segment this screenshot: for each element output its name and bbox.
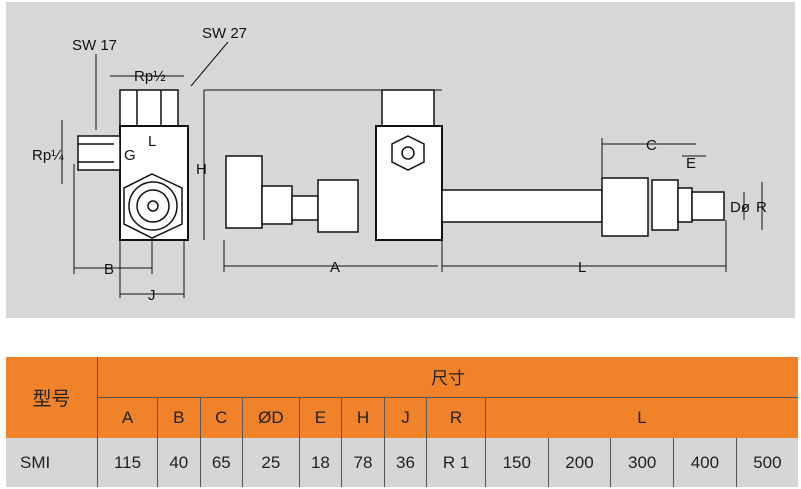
cell-c: 65 [199, 438, 243, 487]
label-rp-quarter: Rp¼ [32, 147, 64, 164]
col-e: E [298, 397, 342, 438]
cell-l-500: 500 [735, 438, 798, 487]
col-c: C [199, 397, 243, 438]
table-row: SMI 115 40 65 25 18 78 36 R 1 150 200 30… [6, 438, 798, 487]
cell-l-300: 300 [610, 438, 674, 487]
dimensions-header: 尺寸 [97, 357, 798, 398]
cell-e: 18 [298, 438, 342, 487]
label-b: B [104, 261, 114, 278]
label-c: C [646, 137, 657, 154]
col-j: J [383, 397, 427, 438]
cell-j: 36 [383, 438, 427, 487]
front-view [203, 89, 763, 272]
label-sw27: SW 27 [202, 25, 247, 42]
col-r: R [426, 397, 486, 438]
col-a: A [96, 397, 158, 438]
cell-d: 25 [242, 438, 300, 487]
label-g: G [124, 147, 136, 164]
cell-b: 40 [157, 438, 201, 487]
label-rp-half: Rp½ [134, 68, 166, 85]
label-sw17: SW 17 [72, 37, 117, 54]
col-d: ØD [242, 397, 300, 438]
spec-table: 型号 尺寸 A B C ØD E H J R L SMI 115 40 65 2… [6, 357, 798, 487]
cell-r: R 1 [426, 438, 486, 487]
label-d: Dø [730, 199, 750, 216]
col-b: B [157, 397, 201, 438]
label-l-port: L [148, 133, 156, 150]
col-l: L [484, 397, 798, 438]
cell-h: 78 [341, 438, 385, 487]
label-l: L [578, 259, 586, 276]
model-cell: SMI [6, 438, 98, 487]
cell-l-400: 400 [673, 438, 737, 487]
technical-drawing: SW 17 SW 27 Rp½ Rp¼ G L H A B J C E Dø R… [6, 2, 795, 318]
cell-l-150: 150 [484, 438, 549, 487]
cell-l-200: 200 [547, 438, 611, 487]
label-h: H [196, 161, 207, 178]
cell-a: 115 [96, 438, 158, 487]
col-h: H [341, 397, 385, 438]
side-view [61, 41, 229, 298]
label-a: A [330, 259, 340, 276]
model-header: 型号 [6, 357, 98, 438]
label-j: J [148, 287, 156, 304]
label-e: E [686, 155, 696, 172]
label-r: R [756, 199, 767, 216]
